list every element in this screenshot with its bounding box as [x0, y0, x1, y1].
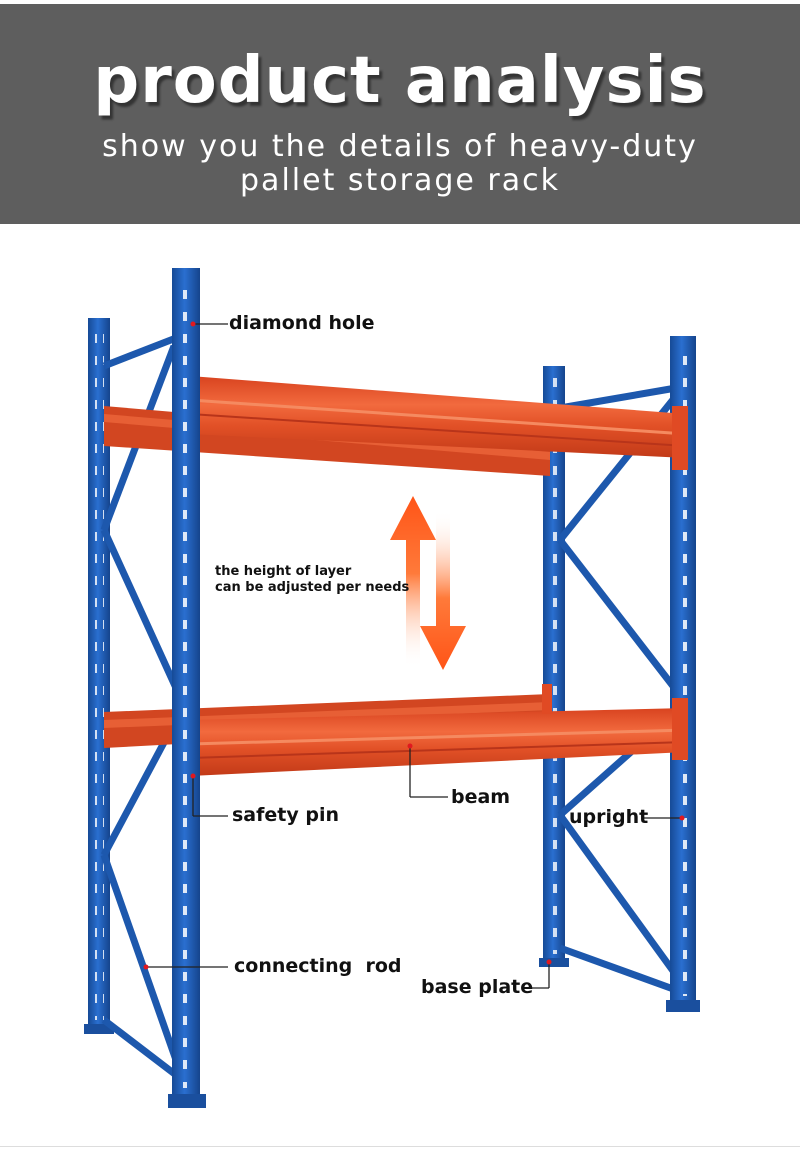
- header-banner: product analysis show you the details of…: [0, 4, 800, 224]
- label-base-plate: base plate: [421, 976, 534, 998]
- right-connecting-rods: [557, 384, 679, 994]
- bottom-divider: [0, 1146, 800, 1147]
- subtitle-line-1: show you the details of heavy-duty: [102, 129, 698, 164]
- callout-lines: [146, 323, 682, 989]
- page-title: product analysis: [93, 44, 707, 118]
- front-left-upright: [168, 268, 206, 1108]
- label-safety-pin: safety pin: [232, 804, 340, 826]
- label-connecting-rod: connecting rod: [234, 955, 402, 977]
- label-diamond-hole: diamond hole: [229, 312, 375, 334]
- height-note-line-2: can be adjusted per needs: [215, 580, 410, 595]
- front-upper-beam: [186, 360, 688, 470]
- subtitle-line-2: pallet storage rack: [240, 163, 560, 198]
- back-right-upright: [539, 366, 569, 967]
- label-beam: beam: [451, 786, 511, 808]
- label-height-note: the height of layer can be adjusted per …: [215, 564, 409, 596]
- page-subtitle: show you the details of heavy-duty palle…: [0, 130, 800, 198]
- callout-dots: [143, 321, 685, 970]
- label-upright: upright: [569, 806, 649, 828]
- height-adjust-arrows: [390, 496, 466, 670]
- height-note-line-1: the height of layer: [215, 564, 352, 579]
